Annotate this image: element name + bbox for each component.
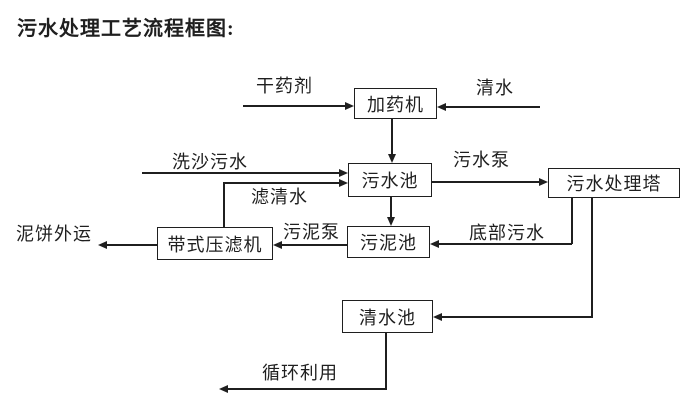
- flow-line-bottom-sewage-horizontal: [439, 243, 572, 245]
- arrowhead-left-icon: [437, 103, 446, 111]
- arrowhead-right-icon: [539, 178, 548, 186]
- flow-line-dosing-to-sewage-pool: [391, 119, 393, 156]
- arrowhead-left-icon: [273, 241, 282, 249]
- node-sewage-pool: 污水池: [348, 163, 432, 197]
- flow-line-mud-cake-outbound: [107, 244, 157, 246]
- flow-line-recycling-horizontal: [228, 388, 386, 390]
- node-belt-filter-press: 带式压滤机: [157, 227, 273, 260]
- arrowhead-down-icon: [388, 154, 396, 163]
- flow-line-filtered-water-vertical: [223, 182, 225, 227]
- flow-label-clean-water: 清水: [476, 78, 514, 98]
- flow-line-clean-water: [446, 106, 540, 108]
- page-title: 污水处理工艺流程框图:: [17, 18, 235, 40]
- arrowhead-down-icon: [387, 217, 395, 226]
- flow-line-sewage-pump: [432, 181, 540, 183]
- arrowhead-right-icon: [339, 169, 348, 177]
- node-dosing-machine: 加药机: [354, 88, 437, 119]
- node-sewage-treatment-tower: 污水处理塔: [548, 168, 680, 198]
- flow-line-bottom-sewage-vertical: [571, 198, 573, 244]
- flow-label-dry-chemical: 干药剂: [256, 76, 313, 96]
- node-clean-water-pool: 清水池: [342, 300, 433, 333]
- flow-label-sand-washing-sewage: 洗沙污水: [172, 152, 248, 172]
- flow-line-recycling-vertical: [385, 333, 387, 390]
- flow-line-dry-chemical: [243, 105, 346, 107]
- flow-line-tower-to-clean-pool-vertical: [591, 198, 593, 318]
- flow-line-tower-to-clean-pool-horizontal: [442, 316, 592, 318]
- arrowhead-left-icon: [219, 385, 228, 393]
- flow-line-sludge-pump: [282, 244, 347, 246]
- flow-label-recycling: 循环利用: [262, 363, 338, 383]
- flow-label-filtered-water: 滤清水: [251, 187, 308, 207]
- flow-line-filtered-water-horizontal: [223, 182, 340, 184]
- flow-label-mud-cake-outbound: 泥饼外运: [16, 224, 92, 244]
- node-sludge-pool: 污泥池: [347, 226, 430, 258]
- flow-line-sand-washing-sewage: [142, 172, 340, 174]
- arrowhead-left-icon: [98, 241, 107, 249]
- flow-label-sludge-pump: 污泥泵: [283, 222, 340, 242]
- arrowhead-right-icon: [345, 102, 354, 110]
- arrowhead-right-icon: [339, 179, 348, 187]
- flow-label-bottom-sewage: 底部污水: [469, 223, 545, 243]
- arrowhead-left-icon: [430, 240, 439, 248]
- flow-label-sewage-pump: 污水泵: [453, 150, 510, 170]
- arrowhead-left-icon: [433, 313, 442, 321]
- flow-line-sewage-to-sludge-pool: [390, 197, 392, 218]
